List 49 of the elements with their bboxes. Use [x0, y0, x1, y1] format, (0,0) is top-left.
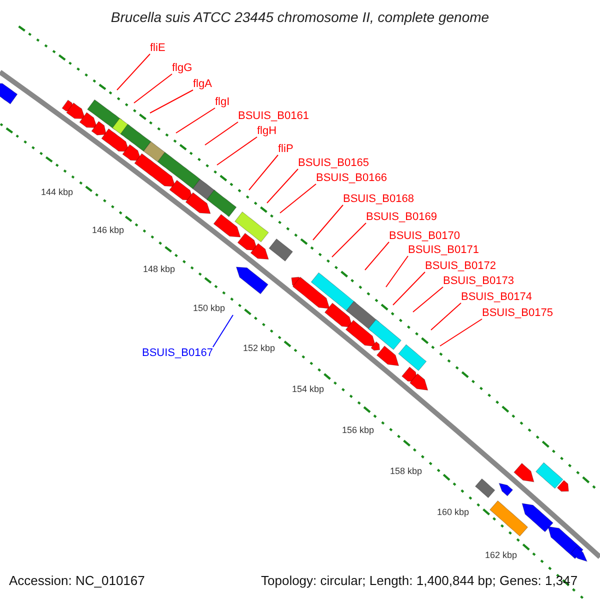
footer-note: Accession: NC_010167 [9, 573, 145, 589]
tick-label: 150 kbp [193, 303, 226, 313]
tick-label: 154 kbp [292, 384, 324, 394]
gene-label: BSUIS_B0168 [343, 193, 414, 205]
leader-line [216, 136, 258, 166]
tick-label: 158 kbp [390, 466, 422, 476]
gene-label: BSUIS_B0173 [443, 275, 514, 287]
gene-label: flgH [257, 125, 277, 137]
tick-label: 162 kbp [485, 550, 518, 560]
gene-label: flgA [193, 78, 212, 90]
leader-line [430, 302, 462, 330]
tick-label: 146 kbp [92, 225, 124, 235]
leader-line [248, 154, 278, 190]
leader-line [412, 286, 444, 312]
gene-label: BSUIS_B0170 [389, 230, 460, 242]
leader-line [312, 204, 344, 240]
leader-line [116, 54, 150, 90]
tick-label: 144 kbp [41, 187, 74, 197]
tick-label: 156 kbp [342, 425, 374, 435]
tick-label: 160 kbp [437, 507, 470, 517]
gene-label: BSUIS_B0161 [238, 110, 309, 122]
gene-label: flgG [172, 62, 192, 74]
gene-label: BSUIS_B0171 [408, 244, 479, 256]
leader-line [392, 272, 426, 306]
title: Brucella suis ATCC 23445 chromosome II, complete genome [110, 9, 490, 25]
footer-note: Topology: circular; Length: 1,400,844 bp; Genes: 1,347 [261, 573, 578, 589]
leader-line [150, 90, 194, 114]
leader-line [266, 168, 298, 204]
leader-line [176, 108, 216, 134]
leader-line [386, 256, 408, 288]
leader-line [440, 318, 482, 346]
gene-label: BSUIS_B0166 [316, 172, 387, 184]
gene-label: BSUIS_B0172 [425, 260, 496, 272]
leader-line [212, 314, 234, 348]
tick-label: 148 kbp [143, 264, 176, 274]
leader-line [204, 122, 238, 146]
gene-label: fliE [150, 42, 166, 54]
gene-label: BSUIS_B0165 [298, 157, 369, 169]
leader-line [364, 242, 390, 270]
gene-label: fliP [278, 143, 294, 155]
gene-label: flgI [215, 96, 230, 108]
gene-label: BSUIS_B0167 [142, 347, 213, 359]
leader-line [280, 184, 316, 214]
gene-label: BSUIS_B0175 [482, 307, 553, 319]
leader-line [134, 74, 172, 104]
gene-label: BSUIS_B0169 [366, 211, 437, 223]
tick-label: 152 kbp [243, 343, 276, 353]
leader-line [332, 222, 366, 258]
gene-label: BSUIS_B0174 [461, 291, 532, 303]
